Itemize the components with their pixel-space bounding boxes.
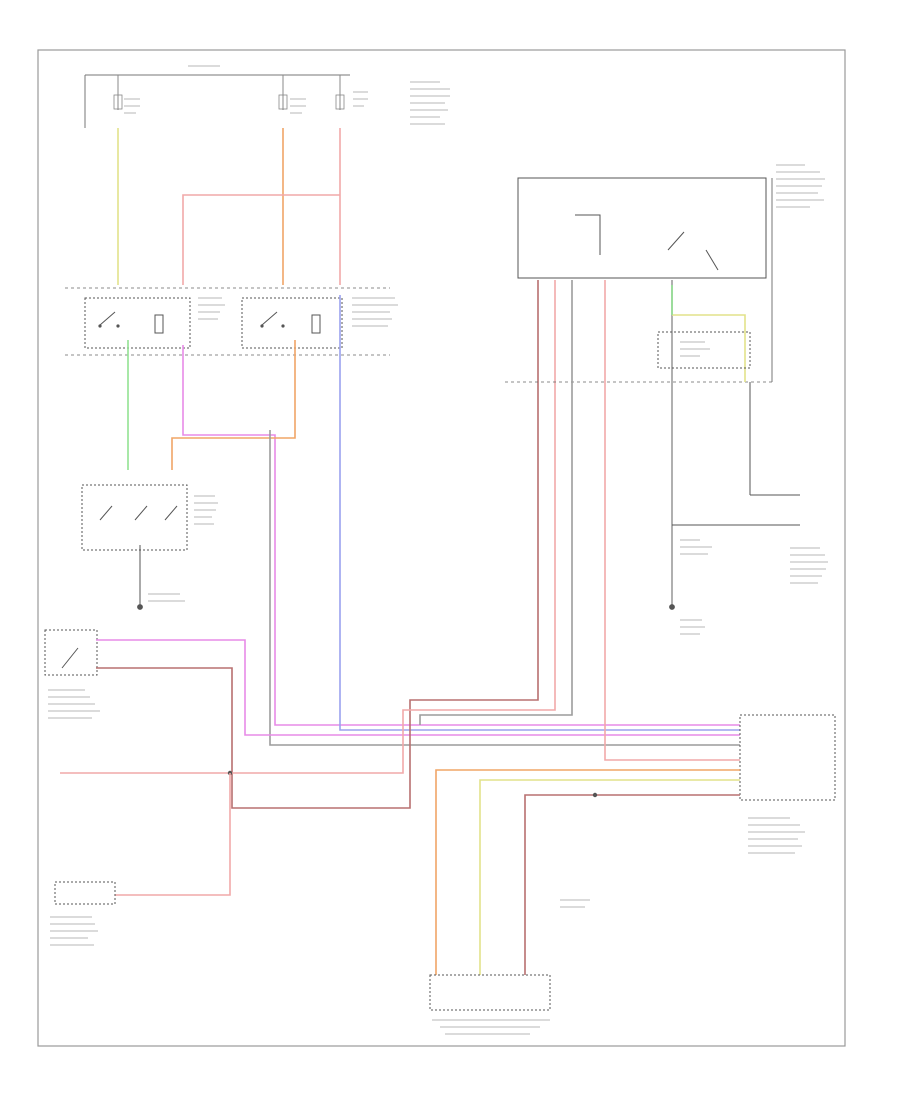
pressure-switch-labels xyxy=(148,495,218,602)
wire-magenta-relay xyxy=(182,345,740,726)
right-module-labels xyxy=(680,164,828,635)
ac-clutch-switch-box xyxy=(44,629,98,676)
wire-darkred-clutch xyxy=(96,280,539,809)
relay-box-left xyxy=(84,297,191,349)
wire-orange-sensor xyxy=(435,769,740,975)
wire-pink-splice xyxy=(60,280,556,774)
relay-switch-left xyxy=(98,311,164,334)
relay-module-right xyxy=(517,177,767,279)
fuse-right xyxy=(335,75,345,110)
pcm-labels xyxy=(748,817,805,854)
ac-clutch-labels xyxy=(48,689,100,719)
wire-gray-relay xyxy=(269,430,740,746)
relay-switch-right xyxy=(260,311,321,334)
wire-pink-down xyxy=(115,773,231,896)
pressure-transducer-box xyxy=(429,974,551,1011)
transmission-module-box xyxy=(54,881,116,905)
splice-point-sensor xyxy=(592,792,598,798)
pcm-connector-box xyxy=(739,714,836,801)
transmission-module-labels xyxy=(50,916,98,946)
pressure-switch-box xyxy=(81,484,188,551)
pressure-switch-symbol xyxy=(99,505,178,521)
wire-red-top xyxy=(182,194,340,285)
wire-orange-relay xyxy=(171,340,296,470)
ground-symbol-left xyxy=(137,604,143,610)
fuse-middle xyxy=(278,75,288,110)
text-placeholders-top xyxy=(124,65,450,125)
compressor-relay-box xyxy=(657,331,751,369)
wire-darkred-sensor xyxy=(524,794,740,975)
ground-symbol-right xyxy=(669,604,675,610)
diagram-frame xyxy=(37,49,846,1047)
wire-blue-relay xyxy=(339,295,740,731)
wire-yellow-sensor xyxy=(479,779,740,975)
wire-yellow-right xyxy=(672,314,746,382)
wire-magenta-clutch xyxy=(96,639,740,736)
relay-module-right-switches xyxy=(575,214,719,271)
wire-pink-right-module xyxy=(604,280,740,761)
relay-text-placeholders xyxy=(198,297,398,327)
fuse-left xyxy=(113,75,123,110)
pressure-transducer-labels xyxy=(432,899,590,1035)
wire-gray-right xyxy=(419,280,573,725)
relay-box-right xyxy=(241,297,343,349)
